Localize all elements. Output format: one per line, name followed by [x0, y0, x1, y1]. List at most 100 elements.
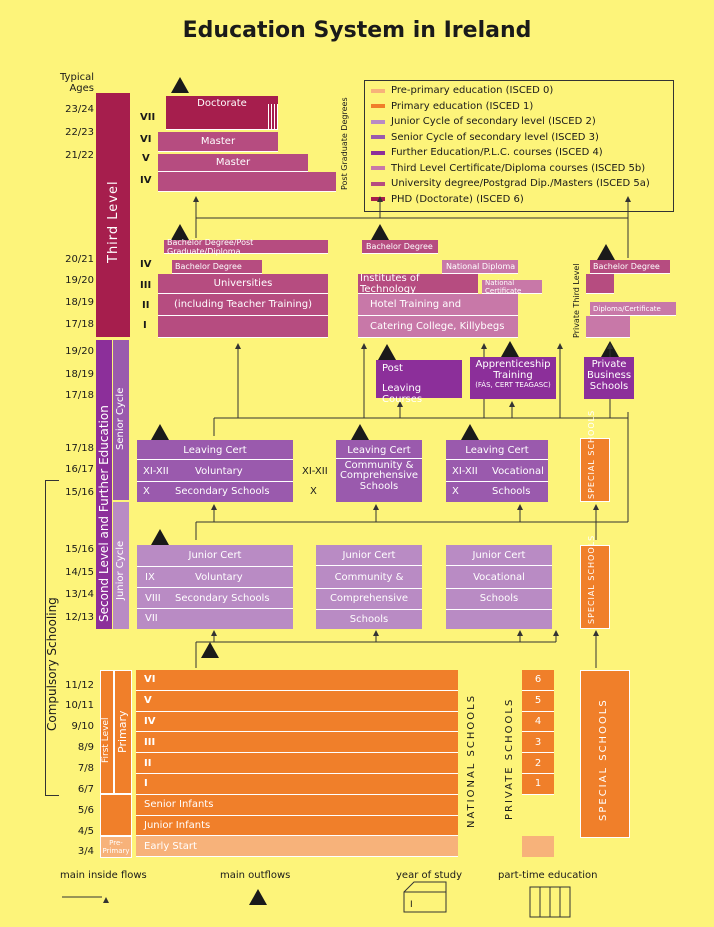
age-label: 15/16 [65, 487, 94, 498]
senior-vol-t2: Secondary Schools [175, 486, 270, 497]
flow-arrowhead [593, 504, 599, 510]
flow-arrowhead [211, 630, 217, 636]
outflow-triangle [201, 642, 219, 658]
primary-band: Primary [114, 670, 132, 794]
senior-vol-r2: X [143, 486, 150, 497]
legend-item: Primary education (ISCED 1) [371, 101, 533, 112]
iot-block: Bachelor Degree National Diploma Institu… [358, 240, 542, 338]
footer-year-mark: I [410, 900, 413, 910]
legend-label: Primary education (ISCED 1) [391, 100, 534, 112]
uni-roman-2: II [142, 300, 150, 311]
outflow-triangle [371, 224, 389, 240]
legend-swatch [371, 197, 385, 201]
priv-line-1: Private [591, 359, 627, 370]
private-third-body-2 [586, 316, 630, 338]
typical-ages-heading: Typical Ages [50, 72, 94, 94]
app-line-1: Apprenticeship [475, 359, 551, 370]
flow-arrowhead [377, 196, 383, 202]
age-label: 19/20 [65, 346, 94, 357]
junior-voc-div-2 [446, 588, 552, 589]
legend-label: Junior Cycle of secondary level (ISCED 2… [391, 116, 596, 127]
flow-arrowhead [397, 401, 403, 407]
age-label: 10/11 [65, 700, 94, 711]
legend-item: Third Level Certificate/Diploma courses … [371, 163, 645, 174]
senior-cycle-band: Senior Cycle [113, 340, 129, 500]
footer-year-tab [403, 881, 447, 893]
plc-block: Post Leaving Courses [376, 360, 462, 405]
age-label: 12/13 [65, 612, 94, 623]
compulsory-schooling-bracket: Compulsory Schooling [45, 480, 59, 796]
junior-voluntary-block: Junior Cert IX Voluntary VIII Secondary … [137, 545, 293, 629]
legend-swatch [371, 181, 385, 186]
age-label: 17/18 [65, 443, 94, 454]
private-year-row: 1 [522, 774, 554, 795]
legend-item: Senior Cycle of secondary level (ISCED 3… [371, 132, 599, 143]
postgrad-block: Doctorate Master Master [158, 96, 338, 192]
primary-early-start-row: Early Start [136, 836, 458, 858]
primary-year-row: VI [136, 670, 458, 691]
private-third-block: Bachelor Degree Diploma/Certificate [586, 260, 678, 338]
uni-tab-2: Bachelor Degree [172, 260, 262, 274]
senior-special-label: SPECIAL SCHOOLS [587, 409, 596, 499]
senior-voc-head: Leaving Cert [465, 445, 529, 456]
age-label: 15/16 [65, 544, 94, 555]
private-year-row: 2 [522, 753, 554, 774]
uni-main-3 [158, 316, 328, 338]
uni-roman-1: I [143, 320, 147, 331]
iot-tab-1-label: Bachelor Degree [366, 242, 433, 251]
master-label-1: Master [200, 136, 236, 147]
senior-vol-divider [137, 459, 293, 460]
senior-vol-head: Leaving Cert [183, 445, 247, 456]
flow-arrowhead [517, 504, 523, 510]
junior-vocational-block: Junior Cert Vocational Schools [446, 545, 552, 629]
senior-com-r2: X [310, 486, 317, 497]
footer-main-outflows: main outflows [220, 870, 291, 881]
junior-vol-div-2 [137, 587, 293, 588]
junior-vol-r1: IX [145, 572, 155, 583]
legend: Pre-primary education (ISCED 0)Primary e… [364, 80, 674, 212]
junior-com-t1: Community & [334, 572, 404, 583]
iot-tab-2: National Diploma [442, 260, 518, 274]
junior-vol-div-1 [137, 566, 293, 567]
legend-label: Senior Cycle of secondary level (ISCED 3… [391, 131, 599, 143]
senior-vol-r1: XI-XII [143, 466, 169, 477]
junior-vol-t2: Secondary Schools [175, 593, 270, 604]
junior-com-t3: Schools [349, 614, 389, 625]
iot-tab-3: National Certificate [482, 279, 542, 295]
legend-item: Further Education/P.L.C. courses (ISCED … [371, 147, 603, 158]
plc-line-1: Post [382, 363, 403, 374]
flow-arrowhead [193, 196, 199, 202]
second-level-band: Second Level and Further Education [96, 340, 112, 629]
senior-cycle-label: Senior Cycle [115, 387, 126, 450]
first-level-label: First Level [101, 717, 111, 763]
compulsory-schooling-label: Compulsory Schooling [45, 597, 59, 731]
legend-label: PHD (Doctorate) (ISCED 6) [391, 193, 524, 205]
uni-roman-3: III [140, 280, 152, 291]
outflow-triangle [501, 341, 519, 357]
junior-voc-div-1 [446, 565, 552, 566]
senior-com-t1: Community & [344, 460, 414, 471]
primary-year-row: III [136, 732, 458, 754]
legend-swatch [371, 119, 385, 124]
flow-arrowhead [373, 504, 379, 510]
legend-item: University degree/Postgrad Dip./Masters … [371, 178, 650, 189]
junior-vol-div-3 [137, 608, 293, 609]
iot-main-2: Hotel Training and [358, 294, 518, 316]
private-third-tab-2: Diploma/Certificate [590, 302, 676, 316]
private-third-tab-1-label: Bachelor Degree [593, 262, 660, 271]
uni-main-1: Universities [158, 274, 328, 294]
age-label: 17/18 [65, 319, 94, 330]
private-year-row: 3 [522, 732, 554, 754]
postgrad-roman-4: IV [140, 175, 152, 186]
uni-main-2: (including Teacher Training) [158, 294, 328, 316]
doctorate-row: Doctorate [166, 96, 278, 130]
legend-label: Third Level Certificate/Diploma courses … [391, 162, 646, 174]
universities-block: Bachelor Degree/Post Graduate/Diploma Ba… [158, 238, 328, 338]
master-row-3 [158, 172, 336, 192]
senior-special-block: SPECIAL SCHOOLS [580, 410, 610, 502]
junior-cycle-band: Junior Cycle [113, 502, 129, 629]
pre-primary-label: Pre- Primary [102, 839, 130, 855]
postgrad-side-label: Post Graduate Degrees [340, 97, 349, 190]
senior-com-divider [336, 458, 422, 459]
